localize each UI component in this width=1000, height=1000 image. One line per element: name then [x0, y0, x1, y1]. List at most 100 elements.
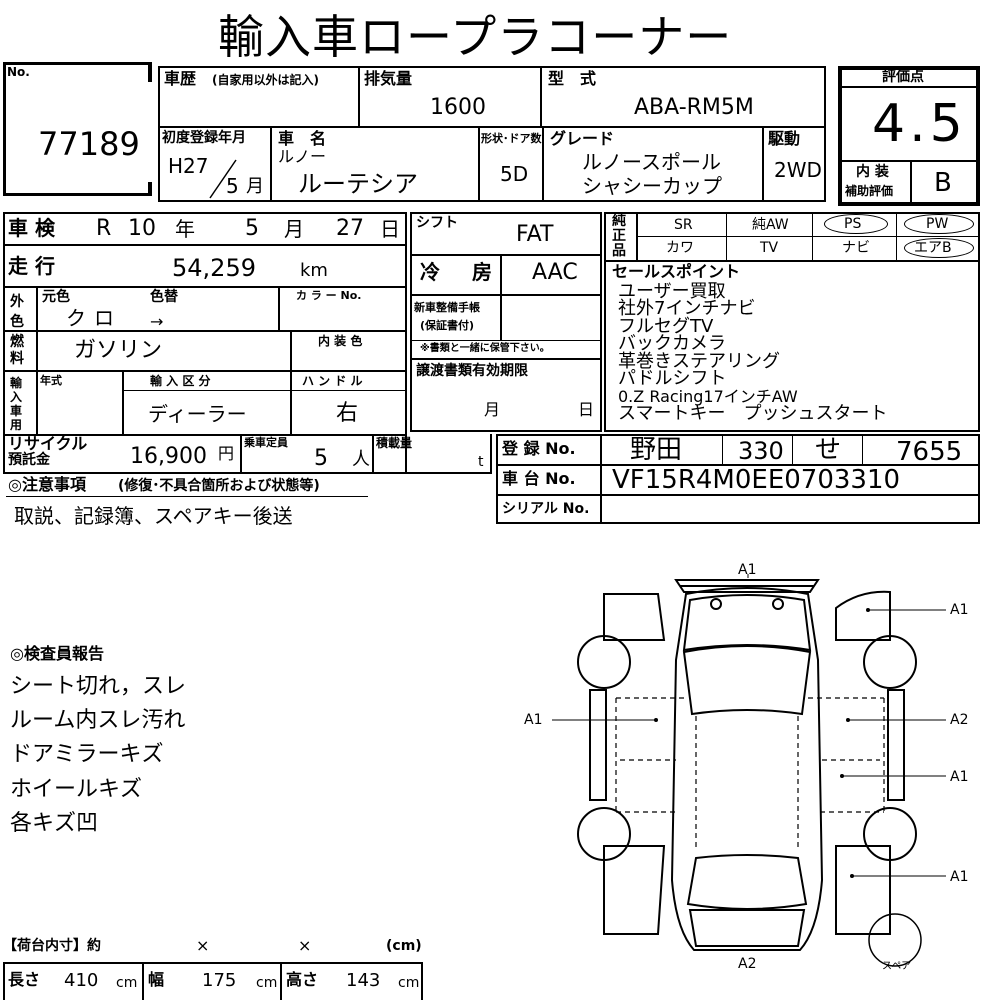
interior-value: B: [934, 168, 952, 198]
notes-sub: (修復･不具合箇所および状態等): [118, 478, 320, 494]
handle-value: 右: [336, 401, 359, 426]
dims-width: 175: [202, 970, 237, 991]
displacement-value: 1600: [430, 95, 486, 120]
sales-point-item: 0.Z Racing17インチAW: [618, 387, 798, 406]
service-book-note: ※書類と一緒に保管下さい。: [420, 343, 550, 354]
inspection-year: 10: [128, 216, 156, 241]
diagram-right-front-code: A1: [950, 602, 969, 618]
inspector-item: ホイールキズ: [10, 777, 143, 802]
capacity-value: 5: [314, 446, 328, 471]
drive-label: 駆動: [768, 129, 801, 148]
transfer-day-unit: 日: [578, 400, 595, 419]
diagram-left-door-code: A1: [524, 712, 543, 728]
equip-airbag-circle: [904, 238, 974, 258]
equip-ps-circle: [824, 214, 888, 234]
import-year-label: 年式: [40, 374, 62, 387]
first-reg-label: 初度登録年月: [162, 130, 246, 146]
registration-place: 野田: [630, 435, 683, 465]
interior-label-1: 内 装: [856, 164, 889, 180]
handle-label: ハ ン ド ル: [302, 374, 363, 388]
car-maker: ルノー: [278, 147, 327, 166]
mileage-unit: km: [300, 260, 328, 281]
inspection-year-unit: 年: [175, 217, 195, 241]
diagram-spare-label: スペア: [882, 961, 912, 972]
dims-height: 143: [346, 970, 381, 991]
load-unit: t: [478, 454, 484, 470]
first-reg-month: 5: [226, 174, 239, 198]
interior-label-2: 補助評価: [845, 184, 894, 198]
doors-label: 形状･ドア数: [481, 132, 542, 145]
service-book-label-1: 新車整備手帳: [414, 301, 480, 314]
registration-label: 登 録 No.: [502, 439, 576, 458]
sales-point-item: バックカメラ: [618, 333, 726, 354]
car-name-label: 車 名: [278, 129, 327, 148]
dims-height-unit: cm: [398, 975, 420, 991]
dims-height-label: 高さ: [286, 970, 319, 989]
service-book-label-2: (保証書付): [420, 319, 475, 332]
shift-value: FAT: [516, 222, 554, 247]
equip-ps: PS: [844, 216, 862, 232]
spec-grid-mid: [410, 212, 602, 432]
dims-length-unit: cm: [116, 975, 138, 991]
recycle-label-2: 預託金: [8, 452, 50, 468]
inspection-era: R: [96, 216, 112, 241]
inspector-item: ルーム内スレ汚れ: [10, 708, 186, 733]
chassis-value: VF15R4M0EE0703310: [612, 465, 901, 495]
dims-width-unit: cm: [256, 975, 278, 991]
dims-width-label: 幅: [148, 970, 165, 989]
history-label: 車歴: [164, 69, 197, 88]
recycle-label-1: リサイクル: [8, 434, 88, 453]
capacity-label: 乗車定員: [244, 436, 288, 449]
equip-sr: SR: [674, 217, 693, 233]
inspection-month: 5: [245, 216, 259, 241]
grade-line2: シャシーカップ: [582, 174, 722, 198]
notes-text: 取説、記録簿、スペアキー後送: [14, 504, 293, 528]
cargo-x2: ×: [298, 936, 312, 955]
sales-point-item: 革巻きステアリング: [618, 351, 780, 372]
inspection-month-unit: 月: [284, 217, 304, 241]
inspector-label: ◎検査員報告: [10, 644, 104, 663]
drive-value: 2WD: [774, 158, 822, 182]
lot-box: [3, 62, 152, 196]
color-label: 外色: [10, 294, 24, 330]
page-title: 輸入車ロープラコーナー: [218, 10, 733, 64]
recycle-unit: 円: [218, 444, 235, 463]
ac-label: 冷 房: [420, 260, 498, 284]
inspection-label: 車 検: [8, 216, 55, 240]
grade-label: グレード: [550, 129, 615, 148]
sales-point-item: 社外7インチナビ: [618, 298, 756, 319]
equip-pw: PW: [926, 216, 949, 232]
load-label: 積載量: [376, 436, 413, 450]
serial-label: シリアル No.: [502, 501, 590, 517]
equipment-label: 純正品: [612, 213, 626, 259]
inspection-day: 27: [336, 216, 364, 241]
notes-label: ◎注意事項: [8, 475, 86, 494]
spec-grid-right: [604, 212, 980, 432]
lot-label: No.: [7, 65, 30, 79]
sales-point-item: パドルシフト: [618, 368, 727, 389]
color-orig-value: クロ: [66, 306, 122, 330]
inspector-item: ドアミラーキズ: [10, 742, 164, 767]
registration-class: 330: [738, 437, 784, 465]
import-type-value: ディーラー: [148, 402, 247, 426]
mileage-label: 走 行: [8, 254, 55, 278]
dims-length: 410: [64, 970, 99, 991]
lot-number: 77189: [38, 125, 140, 163]
registration-grid: [496, 434, 980, 524]
fuel-value: ガソリン: [74, 338, 163, 363]
transfer-month-unit: 月: [484, 400, 501, 419]
diagram-right-rear-code: A1: [950, 869, 969, 885]
sales-point-item: ユーザー買取: [618, 281, 726, 302]
model-label: 型 式: [548, 69, 597, 88]
capacity-unit: 人: [352, 449, 370, 470]
sales-point-item: フルセグTV: [618, 316, 714, 337]
diagram-right-door2-code: A1: [950, 769, 969, 785]
shift-label: シフト: [416, 215, 458, 231]
equip-tv: TV: [760, 240, 779, 256]
registration-number: 7655: [896, 437, 963, 467]
dims-length-label: 長さ: [8, 970, 41, 989]
import-label: 輸入車用: [10, 376, 23, 432]
color-change-label: 色替: [150, 289, 178, 305]
dims-grid: [3, 962, 423, 1000]
import-type-label: 輸 入 区 分: [150, 374, 211, 388]
